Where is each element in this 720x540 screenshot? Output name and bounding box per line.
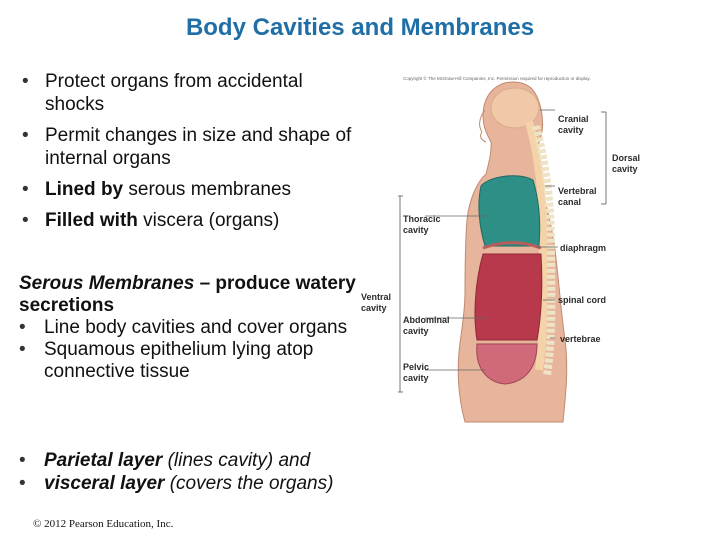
bullet-item: Filled with viscera (organs) [22,209,362,232]
abdominal-cavity [474,253,543,341]
label-vertebrae: vertebrae [560,334,601,344]
vertebral-column [532,124,556,376]
layer-term: Parietal layer [44,450,163,471]
bullet-item: Protect organs from accidental shocks [22,70,362,116]
label-thoracic-cavity: Thoracic cavity [403,214,441,235]
cranial-cavity [490,87,540,129]
serous-section: Serous Membranes – produce watery secret… [19,273,364,383]
label-cranial-cavity: Cranial cavity [558,114,589,135]
label-vertebral-canal: Vertebral canal [558,186,597,207]
bullet-text: Permit changes in size and shape of inte… [45,125,352,169]
layers-section: Parietal layer (lines cavity) and viscer… [19,449,399,495]
bullet-text: viscera (organs) [137,210,280,231]
pelvic-cavity [476,343,538,385]
body-cavities-illustration [398,81,607,423]
layer-bullet: Parietal layer (lines cavity) and [19,449,399,472]
label-pelvic-cavity: Pelvic cavity [403,362,430,383]
bullet-bold: Lined by [45,179,124,200]
layer-desc: (covers the organs) [164,473,334,494]
bullet-text: serous membranes [123,179,292,200]
serous-heading: Serous Membranes – produce watery secret… [19,273,364,317]
copyright-text: © 2012 Pearson Education, Inc. [33,518,174,530]
spinal-cord [525,120,548,371]
label-abdominal-cavity: Abdominal cavity [403,315,450,336]
serous-bullet-text: Line body cavities and cover organs [44,317,348,338]
layer-term: visceral layer [44,473,165,494]
label-ventral-cavity: Ventral cavity [361,292,392,313]
label-spinal-cord: spinal cord [558,295,607,305]
serous-bullet-text: Squamous epithelium lying atop connectiv… [44,339,314,382]
figure-copyright: Copyright © The McGraw-Hill Companies, I… [403,76,591,81]
layer-desc: (lines cavity) and [162,450,311,471]
label-dorsal-cavity: Dorsal cavity [612,153,641,174]
serous-bullet: Line body cavities and cover organs [19,317,364,339]
serous-heading-term: Serous Membranes [19,273,195,294]
layer-bullet: visceral layer (covers the organs) [19,472,399,495]
bullet-bold: Filled with [45,210,138,231]
bullet-item: Lined by serous membranes [22,178,362,201]
diaphragm-line [482,241,542,250]
label-diaphragm: diaphragm [560,243,607,253]
bullet-item: Permit changes in size and shape of inte… [22,124,362,170]
thoracic-cavity [478,175,541,247]
property-list: Protect organs from accidental shocks Pe… [22,70,362,240]
serous-heading-rest: – produce watery secretions [19,273,356,316]
face-profile [479,109,487,143]
slide-title: Body Cavities and Membranes [185,14,535,41]
bullet-text: Protect organs from accidental shocks [45,71,303,115]
serous-bullet: Squamous epithelium lying atop connectiv… [19,339,364,383]
